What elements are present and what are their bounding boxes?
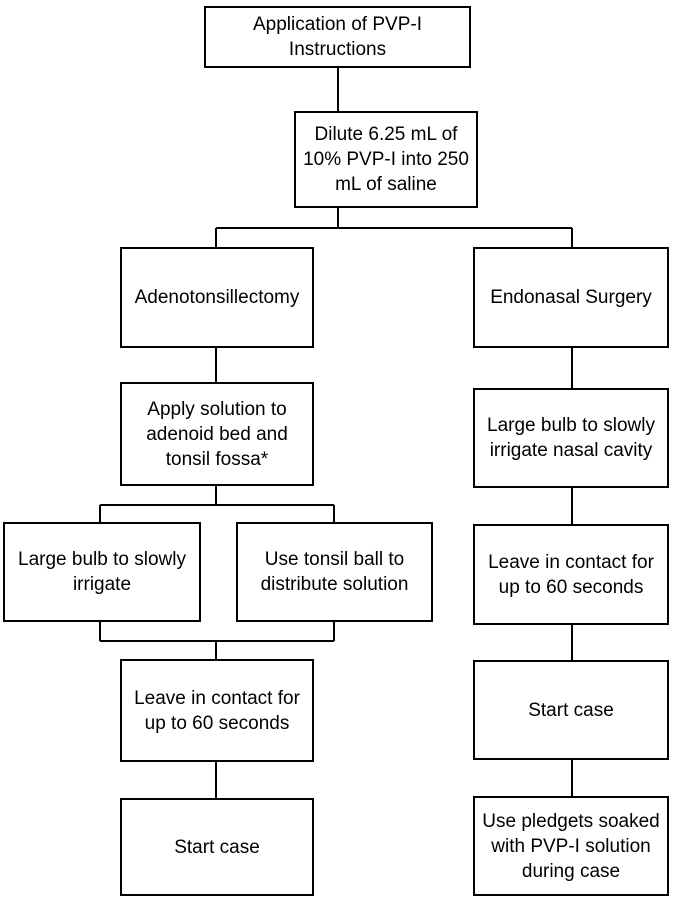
adenotonsillectomy-box: Adenotonsillectomy xyxy=(120,247,314,348)
endonasal-surgery-box: Endonasal Surgery xyxy=(473,247,669,348)
left-contact-text: Leave in contact for up to 60 seconds xyxy=(134,687,300,734)
nasal-irrigate-text: Large bulb to slowly irrigate nasal cavi… xyxy=(487,415,655,461)
endonasal-surgery-text: Endonasal Surgery xyxy=(490,287,652,308)
pledgets-box: Use pledgets soaked with PVP-I solution … xyxy=(473,796,669,896)
adenotonsillectomy-text: Adenotonsillectomy xyxy=(134,287,300,308)
right-start-case-box: Start case xyxy=(473,660,669,760)
nasal-irrigate-box: Large bulb to slowly irrigate nasal cavi… xyxy=(473,388,669,488)
large-bulb-text: Large bulb to slowly irrigate xyxy=(18,549,186,595)
right-start-case-text: Start case xyxy=(528,699,614,721)
dilution-box: Dilute 6.25 mL of 10% PVP-I into 250 mL … xyxy=(294,111,478,208)
title-box: Application of PVP-I Instructions xyxy=(204,6,471,68)
right-contact-text: Leave in contact for up to 60 seconds xyxy=(488,551,654,598)
left-start-case-text: Start case xyxy=(174,836,260,858)
apply-solution-text: Apply solution to adenoid bed and tonsil… xyxy=(146,398,288,470)
right-contact-box: Leave in contact for up to 60 seconds xyxy=(473,524,669,625)
left-contact-box: Leave in contact for up to 60 seconds xyxy=(120,659,314,762)
dilution-text: Dilute 6.25 mL of 10% PVP-I into 250 mL … xyxy=(303,124,469,195)
title-text: Application of PVP-I Instructions xyxy=(253,14,422,60)
tonsil-ball-box: Use tonsil ball to distribute solution xyxy=(236,522,433,622)
tonsil-ball-text: Use tonsil ball to distribute solution xyxy=(260,549,409,595)
large-bulb-box: Large bulb to slowly irrigate xyxy=(3,522,201,622)
apply-solution-box: Apply solution to adenoid bed and tonsil… xyxy=(120,382,314,486)
pledgets-text: Use pledgets soaked with PVP-I solution … xyxy=(482,810,660,882)
left-start-case-box: Start case xyxy=(120,798,314,896)
